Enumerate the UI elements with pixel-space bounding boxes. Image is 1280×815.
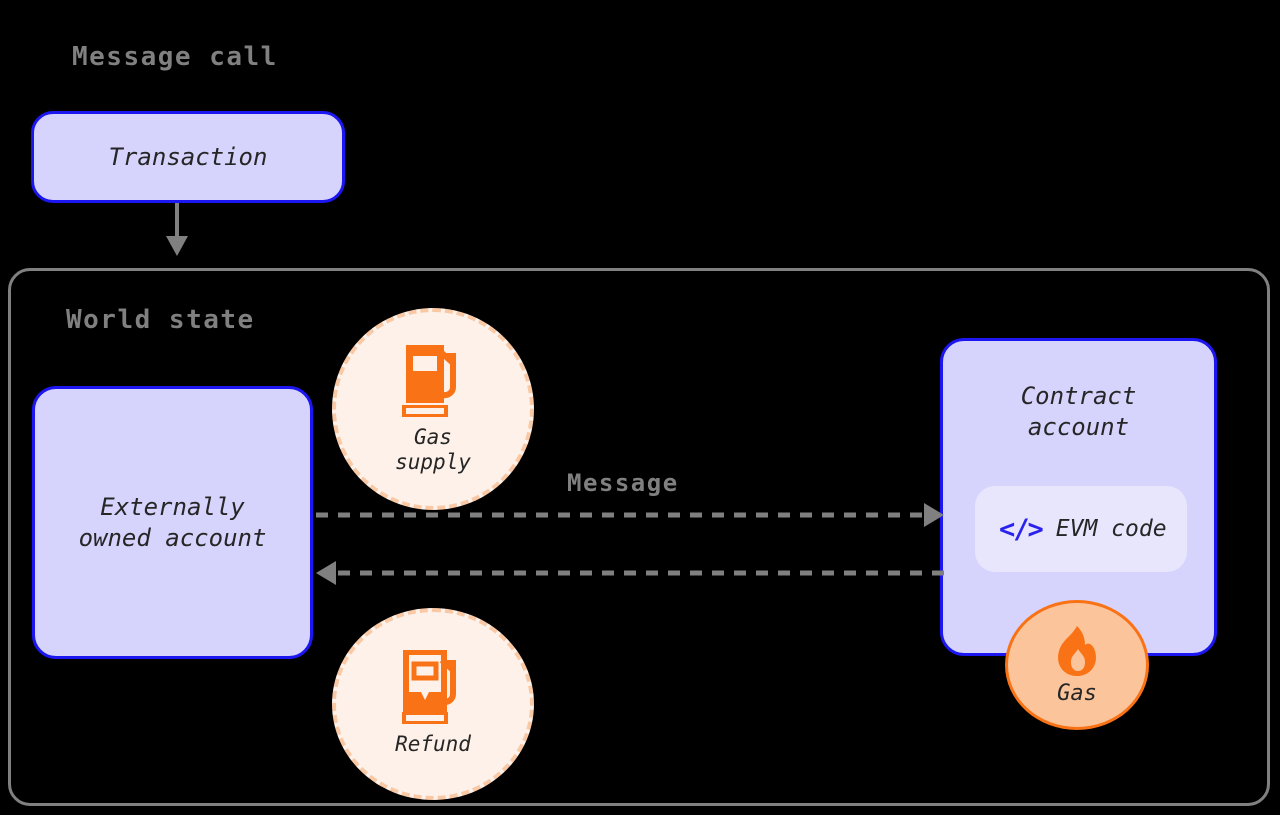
transaction-node[interactable]: Transaction — [31, 111, 345, 203]
message-arrow-label: Message — [567, 469, 679, 497]
gas-pump-icon — [400, 343, 466, 419]
gas-supply-label: Gas supply — [395, 424, 471, 474]
code-brackets-icon: </> — [999, 513, 1044, 545]
message-call-heading: Message call — [72, 42, 278, 72]
world-state-container — [8, 268, 1270, 806]
externally-owned-account-node[interactable]: Externally owned account — [32, 386, 313, 659]
contract-account-label: Contract account — [1020, 382, 1137, 441]
evm-code-label: EVM code — [1055, 516, 1167, 542]
gas-badge[interactable]: Gas — [1005, 600, 1149, 730]
gas-pump-refund-icon — [400, 650, 466, 726]
gas-supply-badge[interactable]: Gas supply — [332, 308, 534, 510]
externally-owned-account-label: Externally owned account — [78, 492, 267, 552]
transaction-label: Transaction — [108, 142, 268, 171]
evm-code-chip[interactable]: </> EVM code — [975, 486, 1187, 572]
transaction-to-world-state-arrow — [166, 203, 188, 256]
refund-label: Refund — [395, 732, 471, 757]
gas-label: Gas — [1057, 680, 1097, 706]
world-state-heading: World state — [66, 305, 255, 335]
refund-badge[interactable]: Refund — [332, 608, 534, 800]
flame-icon — [1051, 625, 1103, 679]
